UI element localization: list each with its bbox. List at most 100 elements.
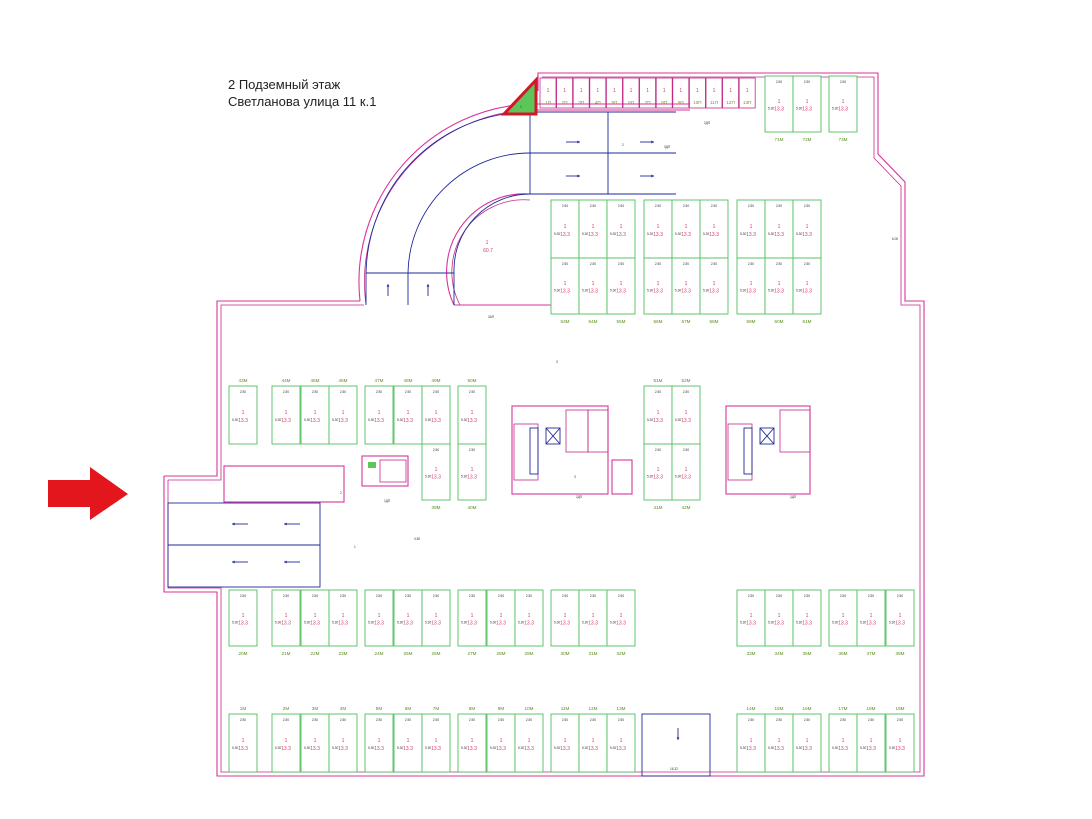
slot-label: 10M <box>525 706 534 711</box>
slot-area: 13.3 <box>374 621 384 627</box>
slot-number: 1 <box>435 738 438 744</box>
slot-label: 12M <box>589 706 598 711</box>
slot-number: 1 <box>378 410 381 416</box>
slot-area: 13.3 <box>588 621 598 627</box>
slot-depth: 5.30 <box>232 621 238 625</box>
storage-cell-label: 2П <box>562 100 568 105</box>
slot-label: 38M <box>896 651 905 656</box>
slot-number: 1 <box>592 613 595 619</box>
slot-number: 1 <box>620 738 623 744</box>
storage-cell-label: 5П <box>611 100 617 105</box>
slot-depth: 5.30 <box>582 621 588 625</box>
storage-cell-outline <box>589 77 607 109</box>
slot-width: 2.50 <box>804 262 810 266</box>
slot-area: 13.3 <box>524 746 534 752</box>
slot-width: 2.50 <box>340 594 346 598</box>
storage-cell-number: 1 <box>679 88 682 94</box>
slot-label: 8M <box>469 706 476 711</box>
slot-depth: 5.30 <box>554 621 560 625</box>
slot-area: 13.3 <box>681 418 691 424</box>
drive-arrows <box>232 140 680 740</box>
slot-number: 1 <box>685 224 688 230</box>
slot-label: 31M <box>589 651 598 656</box>
slot-width: 2.50 <box>618 718 624 722</box>
slot-number: 1 <box>806 99 809 105</box>
slot-width: 2.50 <box>655 262 661 266</box>
door-label-4: 2ДП <box>576 495 583 499</box>
slot-outline <box>514 589 544 647</box>
arrow-icon <box>232 560 248 564</box>
slot-area: 13.3 <box>681 475 691 481</box>
slot-outline <box>792 589 822 647</box>
slot-width: 2.50 <box>748 262 754 266</box>
highlighted-room: 1 <box>500 76 538 116</box>
slot-number: 1 <box>657 410 660 416</box>
slot-depth: 5.30 <box>332 746 338 750</box>
slot-depth: 5.30 <box>304 746 310 750</box>
slot-outline <box>228 713 258 773</box>
slot-label: 20M <box>239 651 248 656</box>
slot-width: 2.50 <box>804 718 810 722</box>
slot-outline <box>457 589 487 647</box>
slot-width: 2.50 <box>776 262 782 266</box>
slot-depth: 5.30 <box>740 746 746 750</box>
slot-width: 2.50 <box>312 390 318 394</box>
slot-outline <box>550 257 580 315</box>
slot-label: 13M <box>617 706 626 711</box>
slot-area: 13.3 <box>681 232 691 238</box>
slot-width: 2.50 <box>469 448 475 452</box>
entrance-arrow-icon <box>48 467 128 520</box>
ramp-width-label: 3.50 <box>414 537 420 541</box>
stairwell-right <box>725 405 811 495</box>
slot-depth: 5.30 <box>397 418 403 422</box>
slot-outline <box>393 713 423 773</box>
storage-cell-label: 3П <box>578 100 584 105</box>
slot-label: 59M <box>747 319 756 324</box>
slot-width: 2.50 <box>405 718 411 722</box>
slot-number: 1 <box>564 224 567 230</box>
slot-width: 2.50 <box>748 594 754 598</box>
slot-depth: 5.30 <box>768 107 774 111</box>
slot-outline <box>764 75 794 133</box>
slot-area: 13.3 <box>281 746 291 752</box>
arrow-icon <box>566 174 580 178</box>
slot-number: 1 <box>806 281 809 287</box>
slot-depth: 5.30 <box>796 746 802 750</box>
storage-cell-number: 1 <box>746 88 749 94</box>
slot-area: 13.3 <box>746 746 756 752</box>
slot-number: 1 <box>620 224 623 230</box>
door-label-6: 2ДП <box>790 495 797 499</box>
slot-number: 1 <box>242 613 245 619</box>
door-label-3: 2ДП <box>704 121 711 125</box>
slot-depth: 5.30 <box>554 746 560 750</box>
slot-width: 2.50 <box>376 390 382 394</box>
stairwell-left <box>511 405 633 495</box>
slot-depth: 5.30 <box>554 289 560 293</box>
slot-width: 2.50 <box>840 594 846 598</box>
slot-number: 1 <box>806 224 809 230</box>
slot-68M: 113.32.505.3068M <box>736 199 766 268</box>
slot-area: 13.3 <box>560 621 570 627</box>
slot-width: 2.50 <box>433 594 439 598</box>
arrow-icon <box>232 522 248 526</box>
slot-number: 1 <box>285 613 288 619</box>
slot-number: 1 <box>685 467 688 473</box>
slot-area: 13.3 <box>281 621 291 627</box>
slot-area: 13.3 <box>802 232 812 238</box>
slot-depth: 5.30 <box>740 289 746 293</box>
slot-number: 1 <box>528 738 531 744</box>
slot-label: 51M <box>654 378 663 383</box>
slot-area: 13.3 <box>838 621 848 627</box>
slot-number: 1 <box>528 613 531 619</box>
slot-outline <box>606 713 636 773</box>
slot-label: 49M <box>432 378 441 383</box>
